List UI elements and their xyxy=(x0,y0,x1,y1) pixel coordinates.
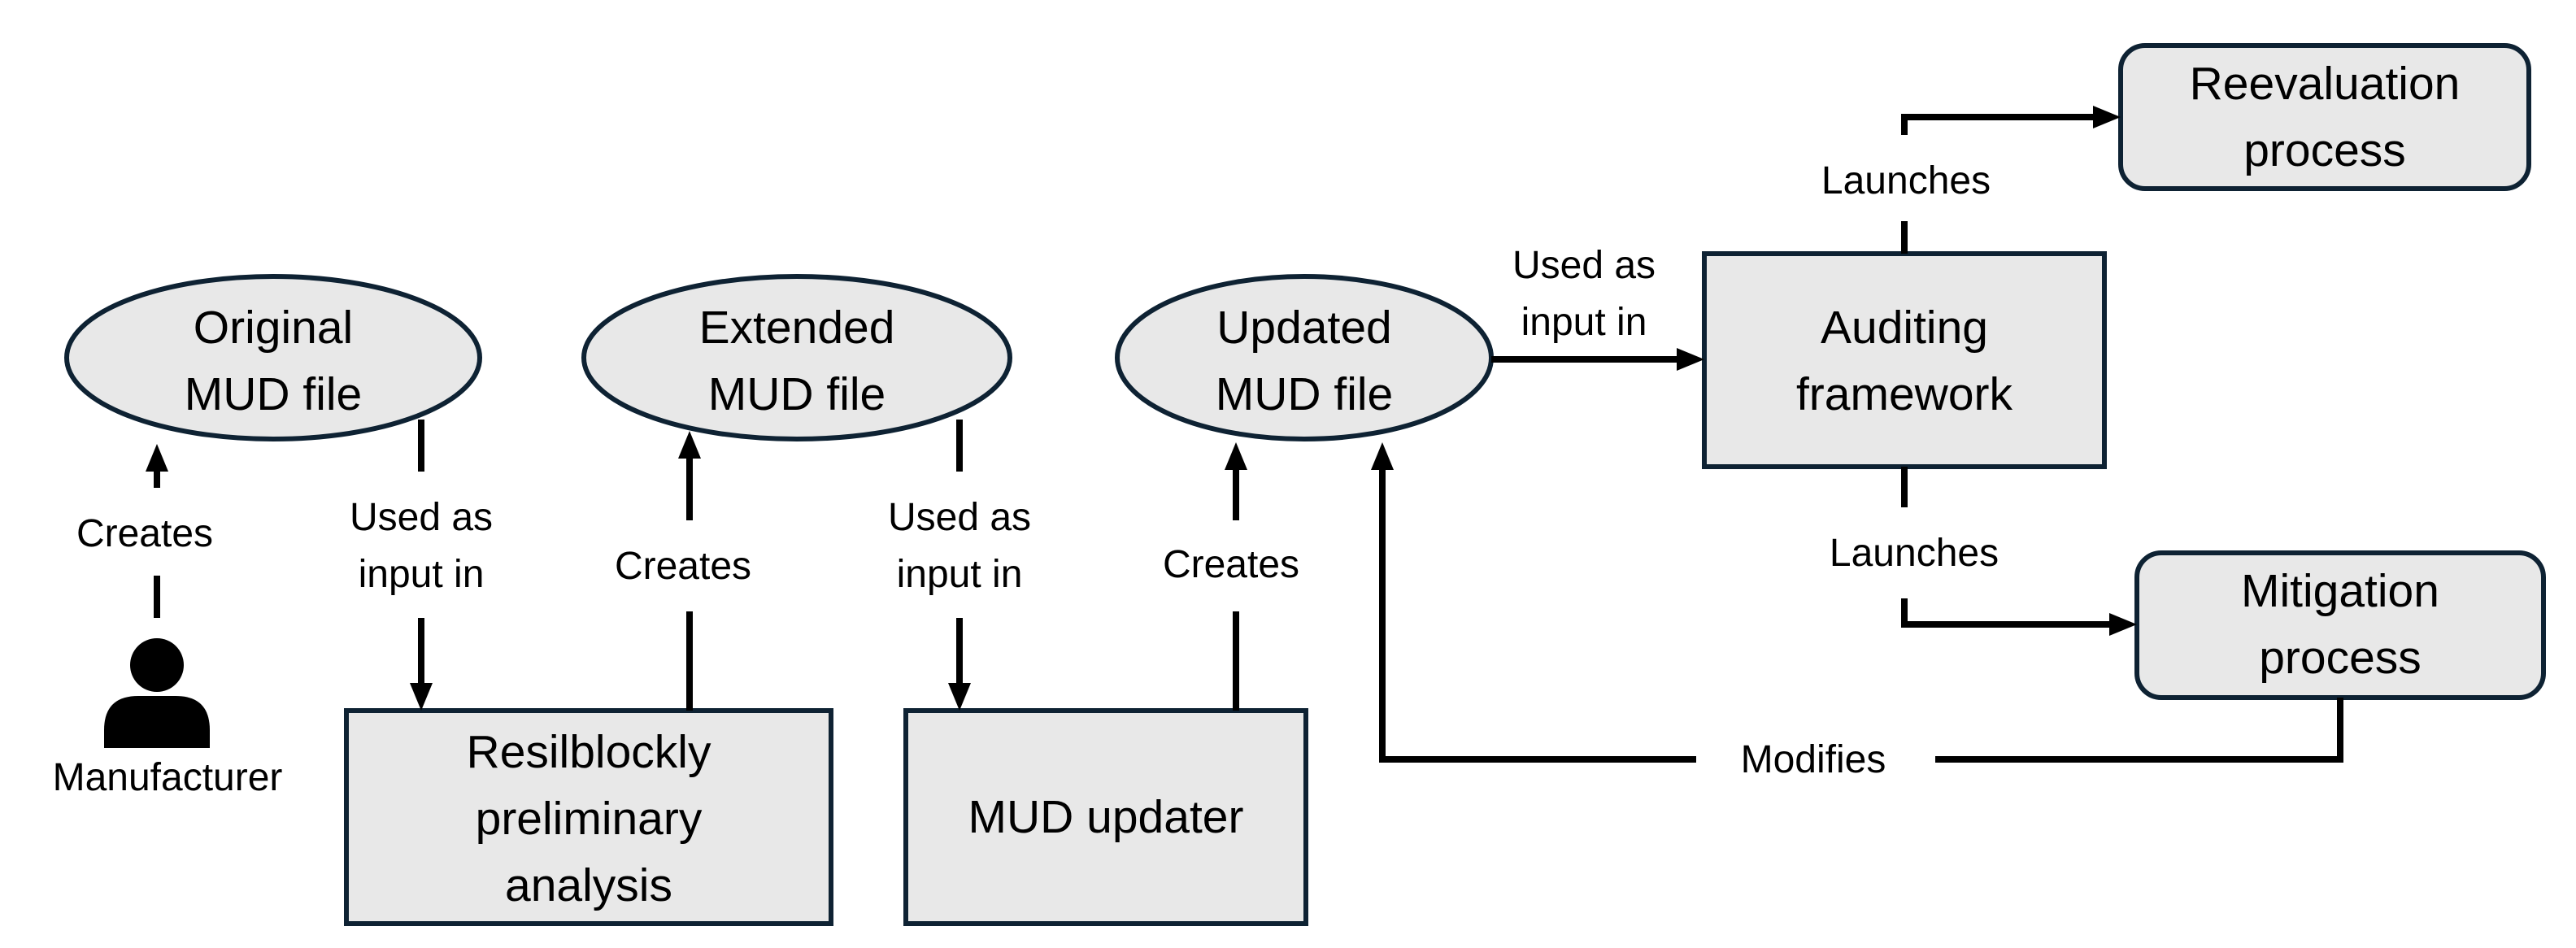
mitigation-line1: Mitigation xyxy=(2241,565,2439,617)
manufacturer-actor: Manufacturer xyxy=(53,638,283,799)
edge-label-used-input-1b: input in xyxy=(359,553,485,596)
mitigation-process-node: Mitigation process xyxy=(2134,550,2546,700)
original-mud-line2: MUD file xyxy=(185,368,363,420)
edge-updater-creates-updated: Creates xyxy=(1163,442,1299,711)
resilblockly-line1: Resilblockly xyxy=(467,726,711,778)
resilblockly-analysis-node: Resilblockly preliminary analysis xyxy=(344,708,833,926)
reevaluation-line2: process xyxy=(2243,124,2406,176)
person-icon xyxy=(104,638,210,748)
edge-auditing-launches-mitigation: Launches xyxy=(1830,467,2137,636)
extended-mud-line1: Extended xyxy=(699,302,895,354)
edge-label-creates-extended: Creates xyxy=(615,545,751,588)
edge-label-creates-updated: Creates xyxy=(1163,543,1299,586)
edge-resilblockly-creates-extended: Creates xyxy=(615,431,751,711)
updated-mud-line2: MUD file xyxy=(1216,368,1394,420)
edge-label-launches-mitigation: Launches xyxy=(1830,532,1999,575)
edge-updated-input-auditing: Used as input in xyxy=(1491,244,1704,371)
edge-label-creates-original: Creates xyxy=(76,512,213,555)
auditing-line1: Auditing xyxy=(1821,302,1988,354)
edge-label-modifies: Modifies xyxy=(1741,738,1886,781)
edge-label-used-input-1a: Used as xyxy=(350,496,493,539)
original-mud-file-node: Original MUD file xyxy=(64,274,482,441)
resilblockly-line3: analysis xyxy=(505,859,672,911)
mitigation-line2: process xyxy=(2259,632,2422,684)
edge-manufacturer-creates-original: Creates xyxy=(76,444,213,618)
mud-updater-node: MUD updater xyxy=(903,708,1308,926)
extended-mud-line2: MUD file xyxy=(708,368,886,420)
edge-label-used-input-2a: Used as xyxy=(888,496,1031,539)
edge-original-input-resilblockly: Used as input in xyxy=(350,420,493,711)
reevaluation-process-node: Reevaluation process xyxy=(2118,43,2531,191)
edge-label-launches-reevaluation: Launches xyxy=(1821,159,1991,202)
reevaluation-line1: Reevaluation xyxy=(2190,58,2461,110)
edge-auditing-launches-reevaluation: Launches xyxy=(1821,106,2121,254)
updated-mud-line1: Updated xyxy=(1216,302,1392,354)
updated-mud-file-node: Updated MUD file xyxy=(1115,274,1494,441)
auditing-line2: framework xyxy=(1796,368,2013,420)
edge-extended-input-updater: Used as input in xyxy=(888,420,1031,711)
original-mud-line1: Original xyxy=(194,302,353,354)
extended-mud-file-node: Extended MUD file xyxy=(581,274,1012,441)
manufacturer-label: Manufacturer xyxy=(53,756,283,799)
edge-label-used-input-2b: input in xyxy=(897,553,1023,596)
resilblockly-line2: preliminary xyxy=(476,793,703,845)
edge-label-used-input-3a: Used as xyxy=(1512,244,1656,287)
edge-mitigation-modifies-updated: Modifies xyxy=(1371,442,2343,781)
mud-updater-label: MUD updater xyxy=(968,791,1244,843)
auditing-framework-node: Auditing framework xyxy=(1702,251,2107,469)
edge-label-used-input-3b: input in xyxy=(1521,301,1647,344)
